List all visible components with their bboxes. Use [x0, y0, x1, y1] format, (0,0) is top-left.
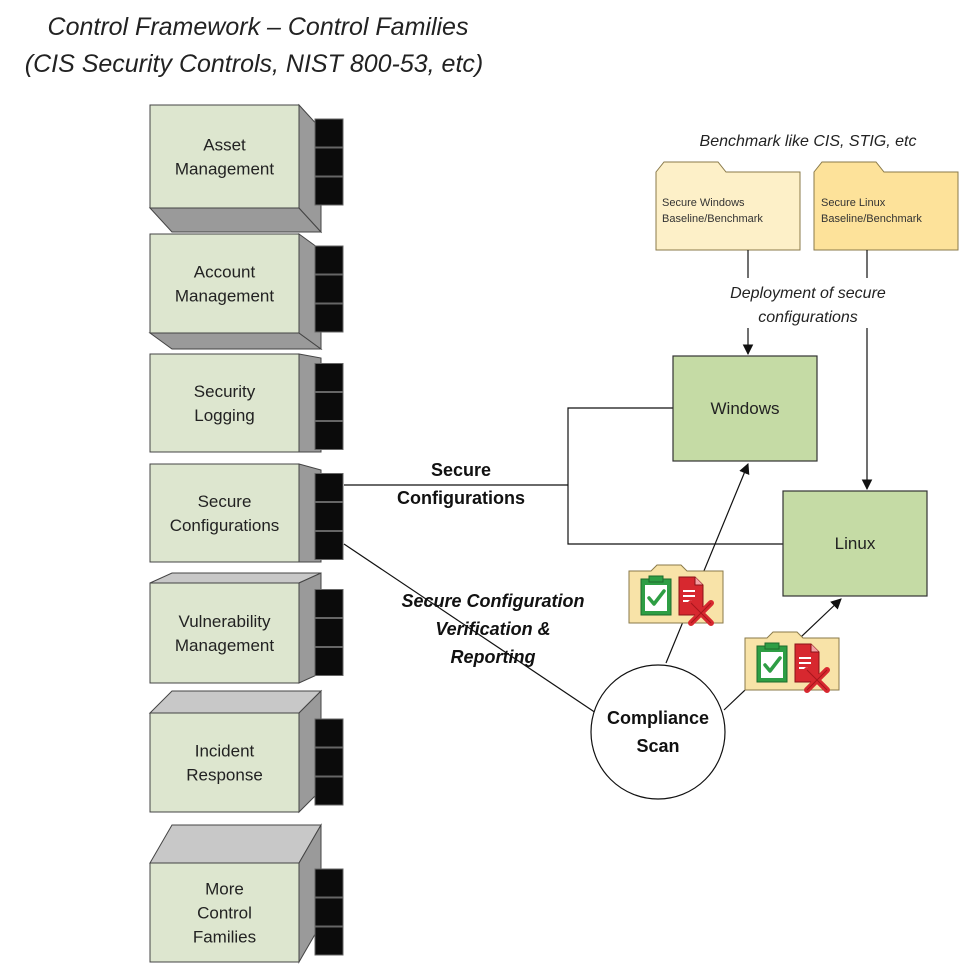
control-family-label: Logging [194, 406, 255, 425]
port-square [314, 176, 344, 206]
folder-label-line1: Secure Windows [662, 197, 745, 209]
windows-report-icon [629, 565, 723, 623]
control-family-label: Families [193, 928, 256, 947]
control-family-label: Response [186, 766, 263, 785]
compliance-scan-node: Compliance Scan [590, 664, 726, 800]
compliance-scan-label-line1: Compliance [607, 708, 709, 728]
secure-configurations-label-line2: Configurations [397, 488, 525, 508]
port-square [314, 473, 344, 502]
linux-branch-line [567, 485, 783, 545]
port-square [314, 363, 344, 392]
verification-label-line3: Reporting [451, 647, 536, 667]
port-square [314, 392, 344, 421]
control-family-label: Management [175, 287, 275, 306]
control-family-label: Secure [198, 492, 252, 511]
control-family-label: Security [194, 382, 256, 401]
port-square [314, 303, 344, 333]
port-square [314, 589, 344, 618]
diagram-title-line1: Control Framework – Control Families [48, 13, 469, 41]
port-square [314, 118, 344, 148]
folder-icon [655, 161, 801, 251]
port-square [314, 618, 344, 647]
deployment-note-line1: Deployment of secure [730, 285, 886, 302]
folder-label-line2: Baseline/Benchmark [821, 213, 922, 225]
port-square [314, 274, 344, 304]
control-family-label: Management [175, 636, 275, 655]
port-square [314, 926, 344, 956]
port-square [314, 421, 344, 450]
windows-node: Windows [672, 355, 818, 462]
control-family-label: More [205, 880, 244, 899]
secure-linux-baseline-folder: Secure Linux Baseline/Benchmark [813, 161, 959, 251]
verification-label-line1: Secure Configuration [401, 591, 584, 611]
diagram-title-line2: (CIS Security Controls, NIST 800-53, etc… [25, 50, 483, 78]
deployment-note-line2: configurations [758, 309, 858, 326]
port-square [314, 647, 344, 676]
control-family-label: Control [197, 904, 252, 923]
control-family-label: Configurations [170, 516, 280, 535]
secure-configurations-label: Secure Configurations [397, 460, 525, 508]
secure-windows-baseline-folder: Secure Windows Baseline/Benchmark [655, 161, 801, 251]
control-family-label: Vulnerability [179, 612, 271, 631]
control-family-label: Account [194, 263, 256, 282]
port-square [314, 245, 344, 275]
port-square [314, 897, 344, 927]
benchmark-note: Benchmark like CIS, STIG, etc [700, 133, 917, 150]
port-square [314, 531, 344, 560]
port-square [314, 502, 344, 531]
scan-to-windows-arrow [665, 463, 750, 664]
verification-connector [343, 543, 597, 714]
port-square [314, 776, 344, 806]
windows-node-label: Windows [711, 399, 780, 418]
control-family-stack: AssetManagementAccountManagementSecurity… [148, 103, 344, 964]
port-square [314, 747, 344, 777]
verification-label-line2: Verification & [435, 619, 550, 639]
port-square [314, 718, 344, 748]
deployment-note: Deployment of secure configurations [716, 278, 904, 328]
linux-node: Linux [782, 490, 928, 597]
compliance-scan-label-line2: Scan [636, 736, 679, 756]
control-family-label: Management [175, 160, 275, 179]
secure-configurations-label-line1: Secure [431, 460, 491, 480]
folder-icon [813, 161, 959, 251]
folder-label-line2: Baseline/Benchmark [662, 213, 763, 225]
linux-report-icon [745, 632, 839, 690]
folder-label-line1: Secure Linux [821, 197, 886, 209]
port-square [314, 147, 344, 177]
control-family-label: Incident [195, 742, 255, 761]
control-family-label: Asset [203, 136, 246, 155]
verification-reporting-label: Secure Configuration Verification & Repo… [401, 591, 584, 667]
windows-branch-line [567, 407, 673, 485]
port-square [314, 868, 344, 898]
linux-node-label: Linux [835, 534, 876, 553]
